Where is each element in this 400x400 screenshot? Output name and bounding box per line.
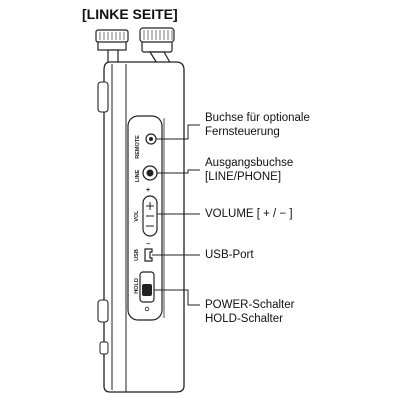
remote-label: REMOTE [135, 135, 141, 159]
page-title: [LINKE SEITE] [82, 6, 178, 22]
power-leader [154, 289, 200, 306]
volume-minus-label: − [146, 241, 150, 248]
usb-port [144, 248, 153, 262]
output-callout-line-1: Ausgangsbuchse [205, 157, 294, 169]
leader-lines [152, 124, 200, 306]
remote-callout-line-2: Fernsteuerung [205, 126, 280, 138]
line-label: LINE [135, 169, 141, 182]
remote-callout: Buchse für optionale Fernsteuerung [205, 111, 310, 139]
output-leader [157, 169, 200, 174]
power-hold-switch [139, 271, 155, 312]
remote-callout-line-1: Buchse für optionale [205, 112, 310, 124]
remote-leader [156, 124, 200, 140]
line-phone-jack [142, 165, 158, 181]
recorder-body [97, 61, 185, 393]
volume-callout: VOLUME [ + / − ] [205, 207, 293, 221]
volume-rocker [142, 195, 158, 237]
power-callout-line-1: POWER-Schalter [205, 299, 295, 311]
usb-label: USB [134, 249, 140, 261]
output-callout: Ausgangsbuchse [LINE/PHONE] [205, 156, 293, 184]
hold-label: HOLD [134, 278, 140, 294]
output-callout-line-2: [LINE/PHONE] [205, 171, 282, 183]
volume-label: VOL [134, 210, 140, 222]
volume-plus-label: + [146, 187, 150, 194]
power-callout-line-2: HOLD-Schalter [205, 313, 283, 325]
remote-jack [145, 133, 157, 145]
left-microphone [95, 29, 129, 65]
usb-callout: USB-Port [205, 248, 254, 262]
volume-callout-line-1: VOLUME [ + / − ] [205, 208, 293, 220]
power-callout: POWER-Schalter HOLD-Schalter [205, 298, 294, 326]
usb-callout-line-1: USB-Port [205, 249, 254, 261]
